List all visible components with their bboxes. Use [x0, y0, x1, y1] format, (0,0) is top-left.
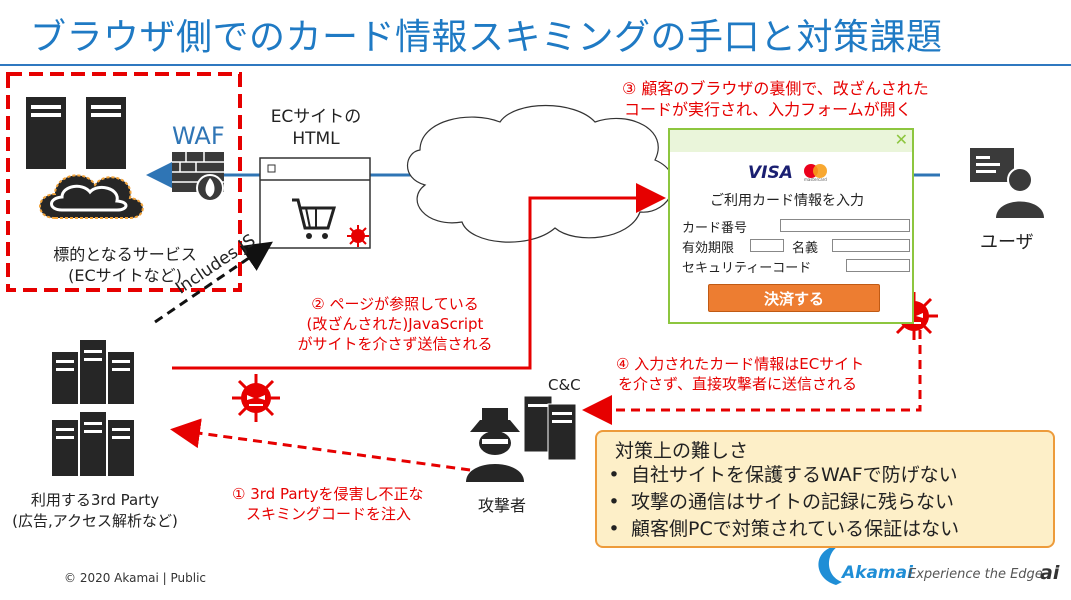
card-input-form: ✕ VISA mastercard ご利用カード情報を入力 カード番号 有効期限…	[668, 128, 914, 324]
akamai-brand-text: Akamai	[842, 563, 913, 583]
visa-logo: VISA	[748, 163, 793, 183]
target-server-icon	[26, 97, 126, 169]
copyright-text: © 2020 Akamai | Public	[64, 571, 207, 585]
attacker-icon	[466, 408, 524, 482]
step3-label: ③ 顧客のブラウザの裏側で、改ざんされた コードが実行され、入力フォームが開く	[622, 79, 929, 119]
ec-html-page-icon	[259, 157, 371, 249]
injection-arrow	[170, 418, 471, 472]
user-icon	[970, 148, 1044, 218]
akamai-tagline: Experience the Edge	[908, 567, 1043, 582]
cnc-server-icon	[523, 395, 577, 461]
cnc-label: C&C	[548, 376, 581, 394]
challenges-heading: 対策上の難しさ	[615, 440, 749, 462]
pay-button[interactable]: 決済する	[708, 284, 880, 312]
list-item: •自社サイトを保護するWAFで防げない	[608, 464, 958, 486]
challenges-callout: 対策上の難しさ •自社サイトを保護するWAFで防げない •攻撃の通信はサイトの記…	[595, 430, 1055, 548]
form-close-icon[interactable]: ✕	[894, 130, 908, 149]
list-item: •顧客側PCで対策されている保証はない	[608, 518, 960, 540]
mastercard-logo: mastercard	[804, 164, 830, 182]
includes-js-arrow	[154, 241, 273, 324]
security-code-field[interactable]	[846, 259, 910, 272]
akamai-logo	[818, 545, 842, 585]
corner-logo: ai	[1040, 562, 1060, 584]
name-label: 名義	[792, 241, 819, 256]
cloud-service-icon	[39, 174, 144, 219]
third-party-server-icon	[52, 340, 134, 476]
third-party-label: 利用する3rd Party (広告,アクセス解析など)	[12, 491, 178, 530]
form-title-bar	[670, 130, 912, 152]
target-service-box	[6, 72, 242, 292]
step1-label: ① 3rd Partyを侵害し不正な スキミングコードを注入	[232, 485, 424, 523]
list-item: •攻撃の通信はサイトの記録に残らない	[608, 491, 955, 513]
security-code-label: セキュリティーコード	[682, 261, 812, 276]
page-title: ブラウザ側でのカード情報スキミングの手口と対策課題	[30, 17, 943, 58]
user-label: ユーザ	[980, 232, 1034, 253]
expiry-label: 有効期限	[682, 241, 735, 256]
malware-virus-icon-small	[347, 225, 369, 247]
attacker-label: 攻撃者	[478, 496, 527, 515]
expiry-field[interactable]	[750, 239, 784, 252]
malware-virus-icon	[232, 374, 280, 422]
target-service-label: 標的となるサービス (ECサイトなど)	[53, 245, 197, 285]
waf-firewall-icon	[172, 152, 224, 202]
challenges-list: •自社サイトを保護するWAFで防げない •攻撃の通信はサイトの記録に残らない •…	[597, 462, 959, 543]
form-heading: ご利用カード情報を入力	[710, 193, 864, 209]
name-field[interactable]	[832, 239, 910, 252]
exfiltration-arrow	[582, 330, 922, 425]
internet-cloud	[407, 105, 675, 243]
step2-label: ② ページが参照している (改ざんされた)JavaScript がサイトを介さず…	[297, 295, 493, 353]
card-number-field[interactable]	[780, 219, 910, 232]
step4-label: ④ 入力されたカード情報はECサイト を介さず、直接攻撃者に送信される	[616, 355, 865, 393]
ec-html-label: ECサイトの HTML	[270, 107, 362, 149]
title-divider	[0, 64, 1071, 66]
js-delivery-arrow	[172, 183, 666, 370]
card-number-label: カード番号	[682, 221, 748, 236]
waf-label: WAF	[172, 122, 225, 150]
